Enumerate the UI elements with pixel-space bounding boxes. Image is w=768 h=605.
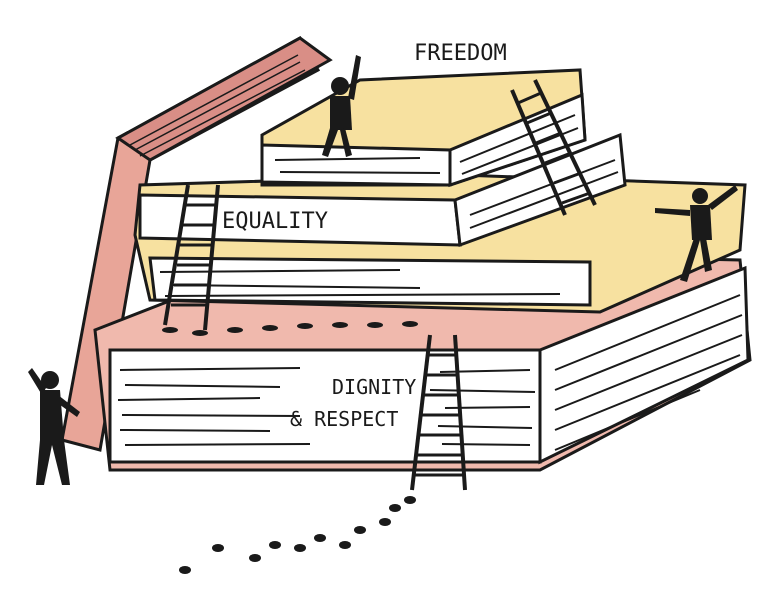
- equality-label: EQUALITY: [222, 209, 328, 234]
- ladder-middle: [163, 184, 220, 331]
- book-bottom: DIGNITY & RESPECT: [93, 248, 752, 472]
- dashed-trail: [162, 321, 418, 336]
- ladder-top: [510, 79, 597, 216]
- figure-bottom-left: [28, 368, 80, 485]
- leaning-book: [60, 35, 333, 452]
- figure-sitting-top: [322, 55, 361, 157]
- footprints: [179, 496, 416, 574]
- ladder-bottom: [410, 334, 467, 491]
- figure-right-climbing: [655, 185, 738, 282]
- freedom-label: FREEDOM: [414, 41, 507, 66]
- dignity-label: DIGNITY: [332, 375, 416, 399]
- book-middle: EQUALITY: [133, 132, 747, 314]
- respect-label: & RESPECT: [290, 407, 398, 431]
